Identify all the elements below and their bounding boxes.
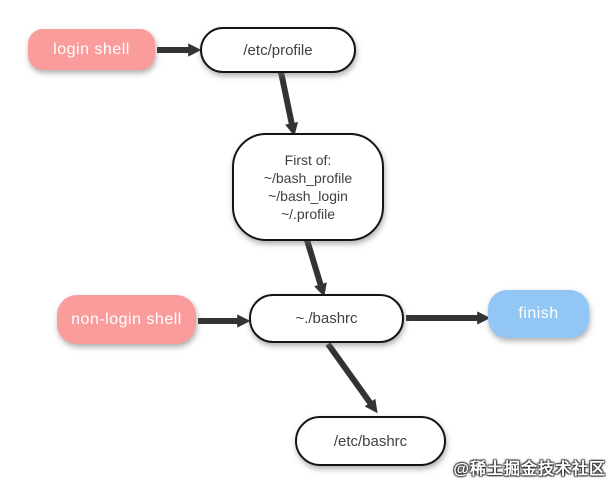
edge-bashrc-to-etc-bashrc [325, 342, 378, 414]
node-first-of: First of: ~/bash_profile ~/bash_login ~/… [232, 133, 384, 241]
first-of-line-1: First of: [284, 152, 332, 168]
node-etc-bashrc-label: /etc/bashrc [333, 432, 408, 450]
first-of-line-3: ~/bash_login [268, 188, 348, 204]
juejin-watermark: @稀土掘金技术社区 [453, 461, 606, 478]
node-non-login-shell: non-login shell [57, 295, 196, 344]
first-of-line-4: ~/.profile [280, 206, 336, 222]
node-first-of-label: First of: ~/bash_profile ~/bash_login ~/… [264, 151, 352, 223]
first-of-line-2: ~/bash_profile [263, 170, 353, 186]
node-login-shell: login shell [28, 29, 155, 70]
node-login-shell-label: login shell [53, 40, 130, 58]
node-etc-profile: /etc/profile [200, 27, 356, 73]
node-bashrc: ~./bashrc [249, 294, 404, 343]
node-etc-profile-label: /etc/profile [243, 41, 313, 59]
edge-first-of-to-bashrc [304, 239, 327, 297]
edge-etc-profile-to-first-of [278, 71, 299, 137]
node-etc-bashrc: /etc/bashrc [295, 416, 446, 466]
node-finish: finish [488, 290, 589, 338]
node-non-login-shell-label: non-login shell [71, 310, 182, 328]
node-bashrc-label: ~./bashrc [295, 310, 358, 327]
node-finish-label: finish [518, 305, 559, 322]
